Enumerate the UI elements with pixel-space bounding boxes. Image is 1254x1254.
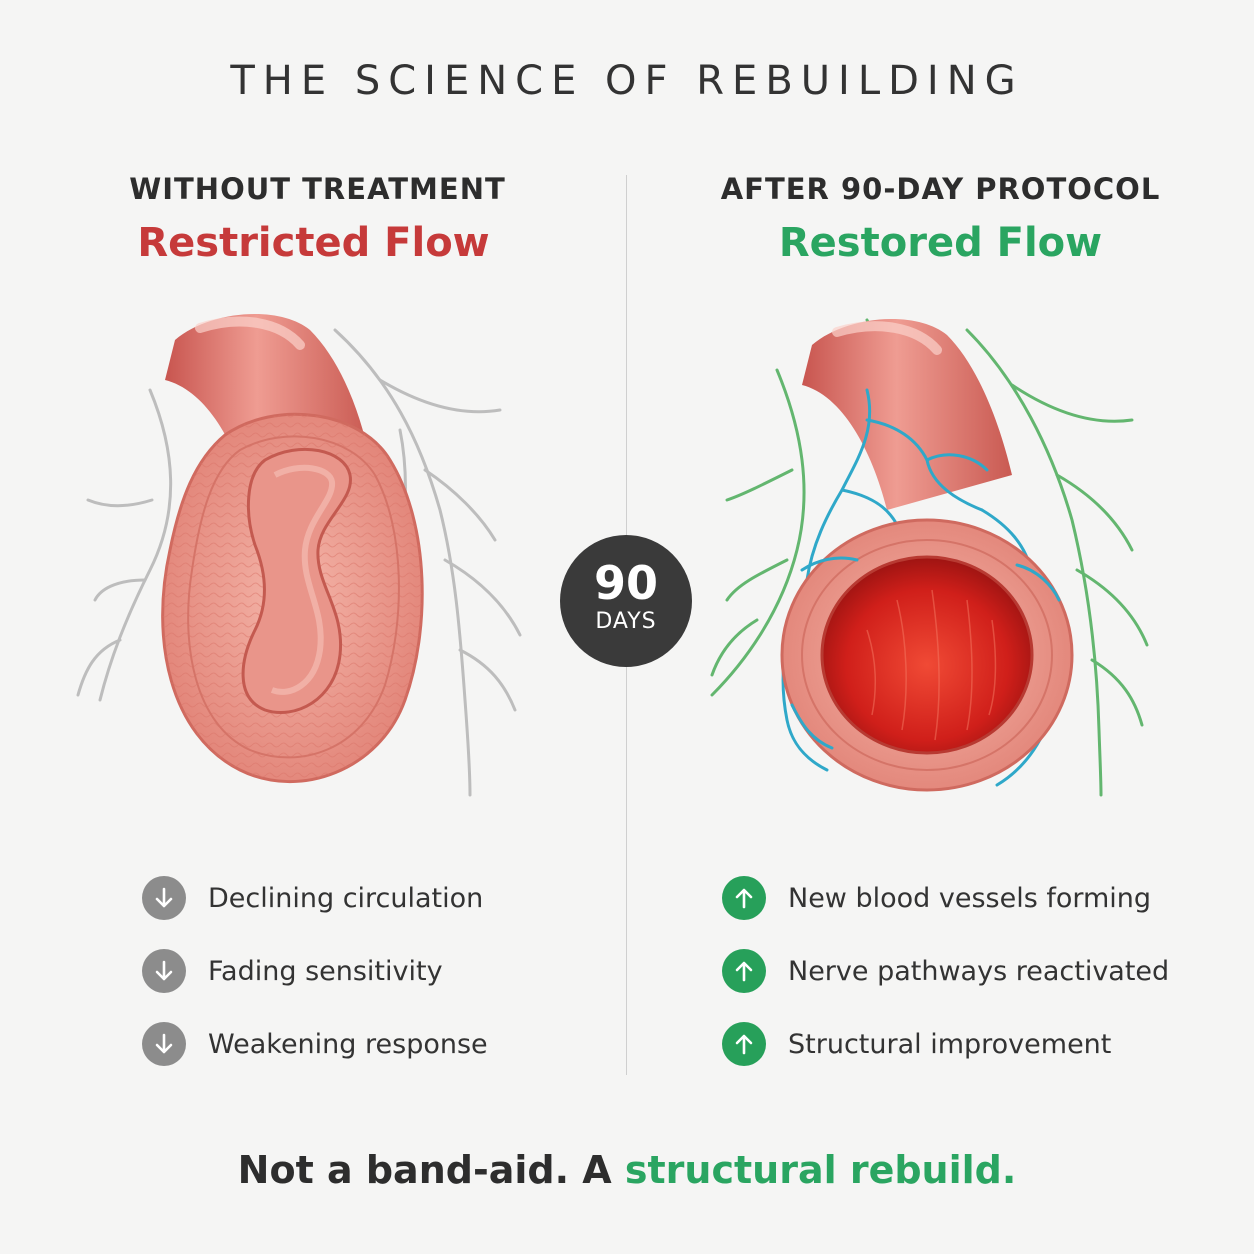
tagline: Not a band-aid. A structural rebuild. (0, 1148, 1254, 1192)
list-item-text: Nerve pathways reactivated (788, 955, 1170, 987)
left-subheading: Restricted Flow (137, 220, 490, 266)
arrow-down-icon (142, 876, 186, 920)
tagline-accent: structural rebuild. (624, 1148, 1017, 1192)
narrowed-lumen (241, 447, 352, 715)
arrow-up-icon (722, 876, 766, 920)
tagline-prefix: Not a band-aid. A (237, 1148, 625, 1192)
arrow-up-icon (722, 949, 766, 993)
list-item-text: Declining circulation (208, 882, 484, 914)
list-item: Structural improvement (722, 1021, 1169, 1067)
list-item-text: New blood vessels forming (788, 882, 1152, 914)
duration-badge: 90 DAYS (560, 535, 692, 667)
restored-vessel-svg (710, 318, 1149, 797)
list-item: Declining circulation (142, 875, 488, 921)
arrow-up-icon (722, 1022, 766, 1066)
right-column-header: AFTER 90-DAY PROTOCOL Restored Flow (627, 172, 1254, 266)
list-item: New blood vessels forming (722, 875, 1169, 921)
list-item: Weakening response (142, 1021, 488, 1067)
left-heading: WITHOUT TREATMENT (129, 172, 506, 206)
right-subheading: Restored Flow (778, 220, 1103, 266)
list-item-text: Structural improvement (788, 1028, 1112, 1060)
badge-number: 90 (593, 556, 658, 610)
open-lumen (820, 555, 1034, 755)
restricted-vessel-illustration (0, 300, 627, 840)
arrow-down-icon (142, 949, 186, 993)
list-item-text: Fading sensitivity (208, 955, 443, 987)
left-column-header: WITHOUT TREATMENT Restricted Flow (0, 172, 627, 266)
arrow-down-icon (142, 1022, 186, 1066)
vessel-tube (802, 318, 1012, 510)
list-item: Fading sensitivity (142, 948, 488, 994)
green-nerve-left (710, 368, 806, 697)
gray-nerve-left (76, 388, 173, 702)
page-title: THE SCIENCE OF REBUILDING (230, 58, 1024, 104)
restored-vessel-illustration (627, 300, 1254, 840)
list-item: Nerve pathways reactivated (722, 948, 1169, 994)
right-heading: AFTER 90-DAY PROTOCOL (720, 172, 1161, 206)
badge-unit: DAYS (595, 609, 657, 634)
list-item-text: Weakening response (208, 1028, 488, 1060)
restricted-vessel-svg (76, 313, 522, 797)
left-effects-list: Declining circulation Fading sensitivity… (142, 875, 488, 1094)
right-effects-list: New blood vessels forming Nerve pathways… (722, 875, 1169, 1094)
